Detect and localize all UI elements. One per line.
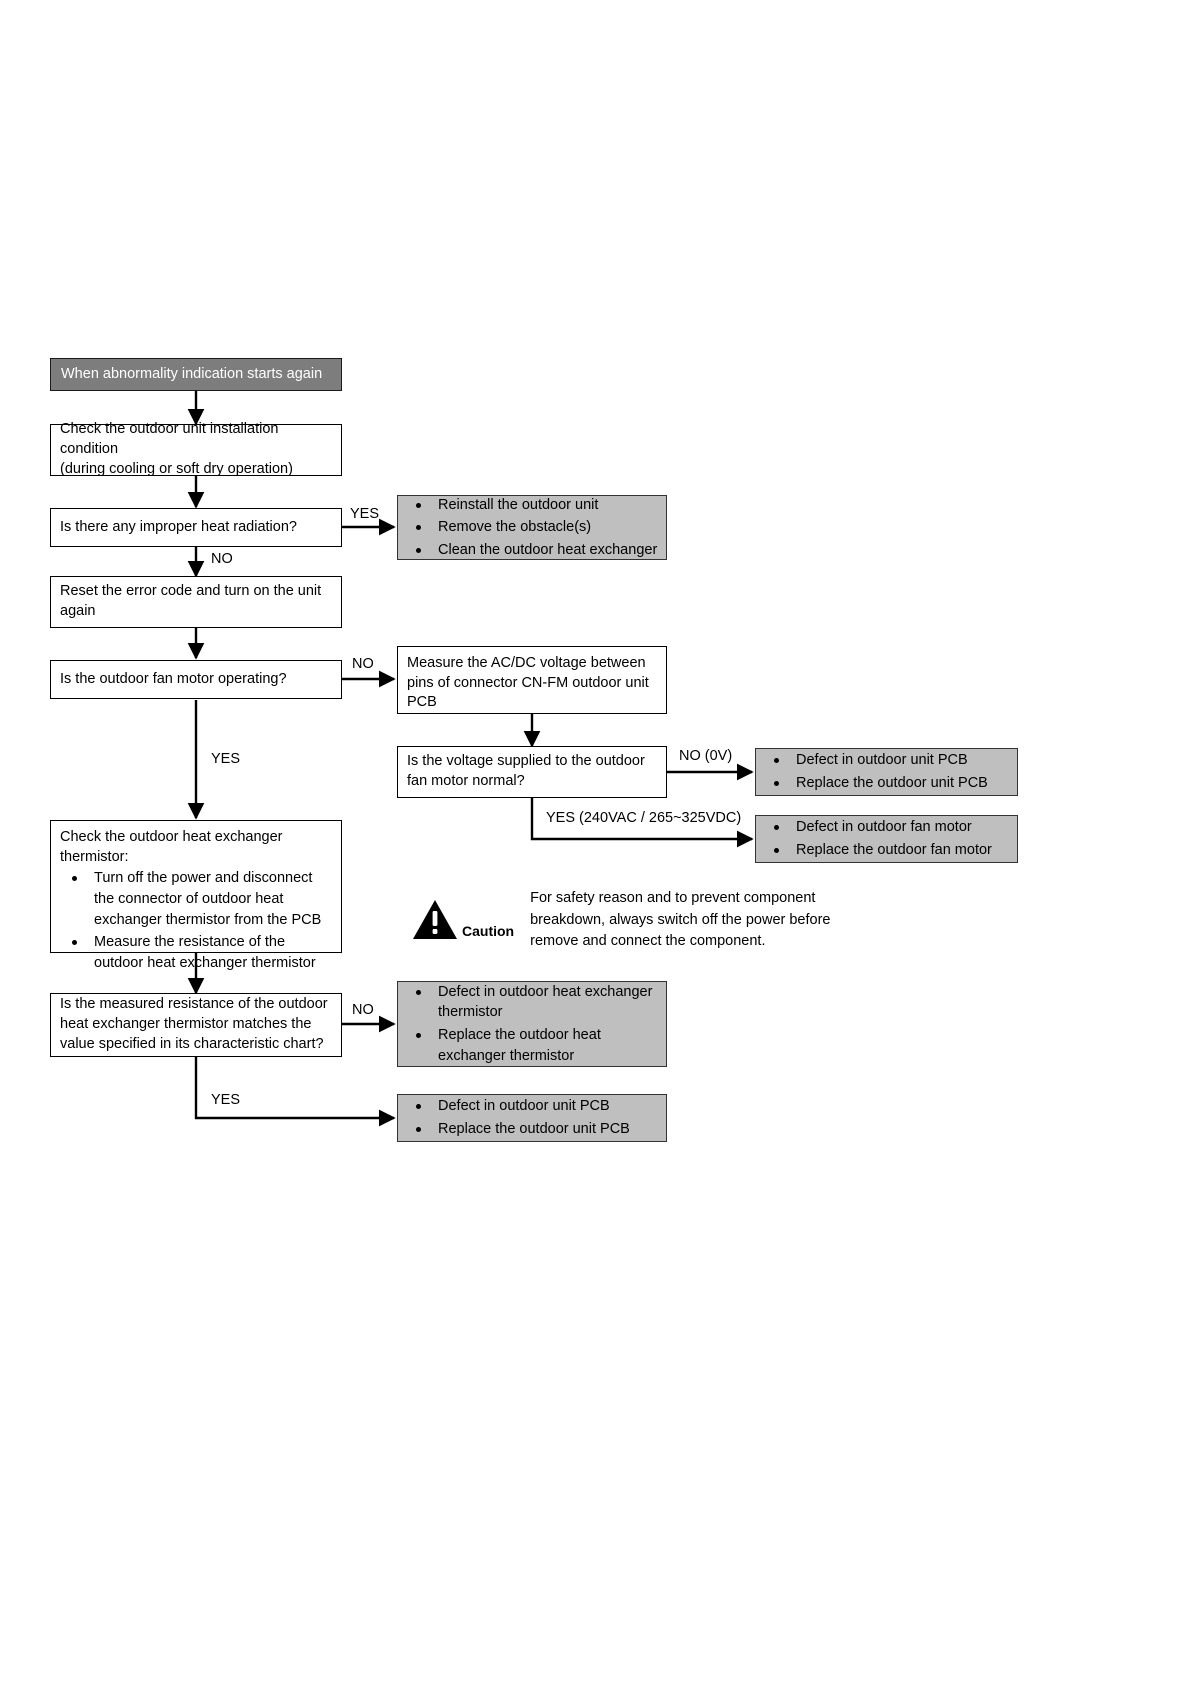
- warning-triangle-icon: Caution: [412, 899, 514, 941]
- process-check-thermistor: Check the outdoor heat exchanger thermis…: [50, 820, 342, 971]
- edge-label-voltage-no: NO (0V): [679, 748, 733, 764]
- decision-resistance-matches: Is the measured resistance of the outdoo…: [50, 993, 342, 1057]
- decision-voltage-normal: Is the voltage supplied to the outdoor f…: [397, 746, 667, 798]
- list-item: Clean the outdoor heat exchanger: [406, 540, 658, 561]
- process-check-thermistor-list: Turn off the power and disconnect the co…: [60, 868, 332, 973]
- decision-heat-radiation: Is there any improper heat radiation?: [50, 508, 342, 547]
- edge-label-fan-motor-no: NO: [352, 656, 374, 672]
- list-item: Remove the obstacle(s): [406, 517, 658, 538]
- list-item: Turn off the power and disconnect the co…: [60, 868, 332, 930]
- edge-label-voltage-yes: YES (240VAC / 265~325VDC): [546, 810, 742, 826]
- caution-text-line1: For safety reason and to prevent compone…: [530, 890, 816, 907]
- start-box-label: When abnormality indication starts again: [61, 365, 323, 382]
- process-check-installation: Check the outdoor unit installation cond…: [50, 421, 342, 477]
- list-item: Replace the outdoor unit PCB: [764, 773, 1009, 794]
- process-reset-error-code-line1: Reset the error code and turn on the uni…: [60, 583, 322, 600]
- decision-voltage-normal-line2: fan motor normal?: [407, 773, 525, 789]
- result-voltage-yes: Defect in outdoor fan motor Replace the …: [755, 815, 1018, 863]
- result-voltage-no-list: Defect in outdoor unit PCB Replace the o…: [764, 750, 1009, 793]
- edge-label-resistance-yes: YES: [211, 1092, 241, 1108]
- list-item: Defect in outdoor fan motor: [764, 817, 1009, 838]
- list-item: Replace the outdoor fan motor: [764, 840, 1009, 861]
- result-resistance-no: Defect in outdoor heat exchanger thermis…: [397, 981, 667, 1067]
- process-check-thermistor-heading: Check the outdoor heat exchanger thermis…: [60, 829, 283, 865]
- result-heat-radiation-yes-list: Reinstall the outdoor unit Remove the ob…: [406, 495, 658, 561]
- edge-label-heat-radiation-yes: YES: [350, 506, 380, 522]
- decision-voltage-normal-line1: Is the voltage supplied to the outdoor: [407, 753, 645, 770]
- list-item: Reinstall the outdoor unit: [406, 495, 658, 516]
- result-voltage-yes-list: Defect in outdoor fan motor Replace the …: [764, 817, 1009, 860]
- decision-heat-radiation-label: Is there any improper heat radiation?: [60, 518, 297, 535]
- start-box: When abnormality indication starts again: [50, 358, 342, 391]
- caution-label: Caution: [462, 923, 515, 939]
- process-reset-error-code: Reset the error code and turn on the uni…: [50, 576, 342, 628]
- process-check-installation-line2: (during cooling or soft dry operation): [60, 460, 293, 477]
- caution-text: For safety reason and to prevent compone…: [530, 888, 830, 951]
- process-measure-voltage-label: Measure the AC/DC voltage between pins o…: [407, 655, 649, 711]
- caution-note: Caution For safety reason and to prevent…: [412, 890, 832, 950]
- list-item: Measure the resistance of the outdoor he…: [60, 932, 332, 973]
- process-reset-error-code-line2: again: [60, 603, 96, 619]
- decision-fan-motor-operating: Is the outdoor fan motor operating?: [50, 660, 342, 699]
- result-resistance-no-list: Defect in outdoor heat exchanger thermis…: [406, 982, 658, 1066]
- process-measure-voltage: Measure the AC/DC voltage between pins o…: [397, 646, 667, 714]
- list-item: Defect in outdoor unit PCB: [764, 750, 1009, 771]
- decision-fan-motor-operating-label: Is the outdoor fan motor operating?: [60, 670, 287, 687]
- result-resistance-yes: Defect in outdoor unit PCB Replace the o…: [397, 1094, 667, 1142]
- caution-text-line2: breakdown, always switch off the power b…: [530, 911, 831, 928]
- edge-label-resistance-no: NO: [352, 1002, 374, 1018]
- result-heat-radiation-yes: Reinstall the outdoor unit Remove the ob…: [397, 495, 667, 560]
- edge-label-heat-radiation-no: NO: [211, 551, 233, 567]
- result-voltage-no: Defect in outdoor unit PCB Replace the o…: [755, 748, 1018, 796]
- edge-label-fan-motor-yes: YES: [211, 751, 241, 767]
- list-item: Defect in outdoor unit PCB: [406, 1096, 658, 1117]
- list-item: Replace the outdoor unit PCB: [406, 1119, 658, 1140]
- result-resistance-yes-list: Defect in outdoor unit PCB Replace the o…: [406, 1096, 658, 1139]
- caution-text-line3: remove and connect the component.: [530, 932, 766, 949]
- list-item: Replace the outdoor heat exchanger therm…: [406, 1025, 658, 1066]
- list-item: Defect in outdoor heat exchanger thermis…: [406, 982, 658, 1023]
- decision-resistance-matches-label: Is the measured resistance of the outdoo…: [60, 996, 328, 1052]
- process-check-installation-line1: Check the outdoor unit installation cond…: [60, 421, 279, 458]
